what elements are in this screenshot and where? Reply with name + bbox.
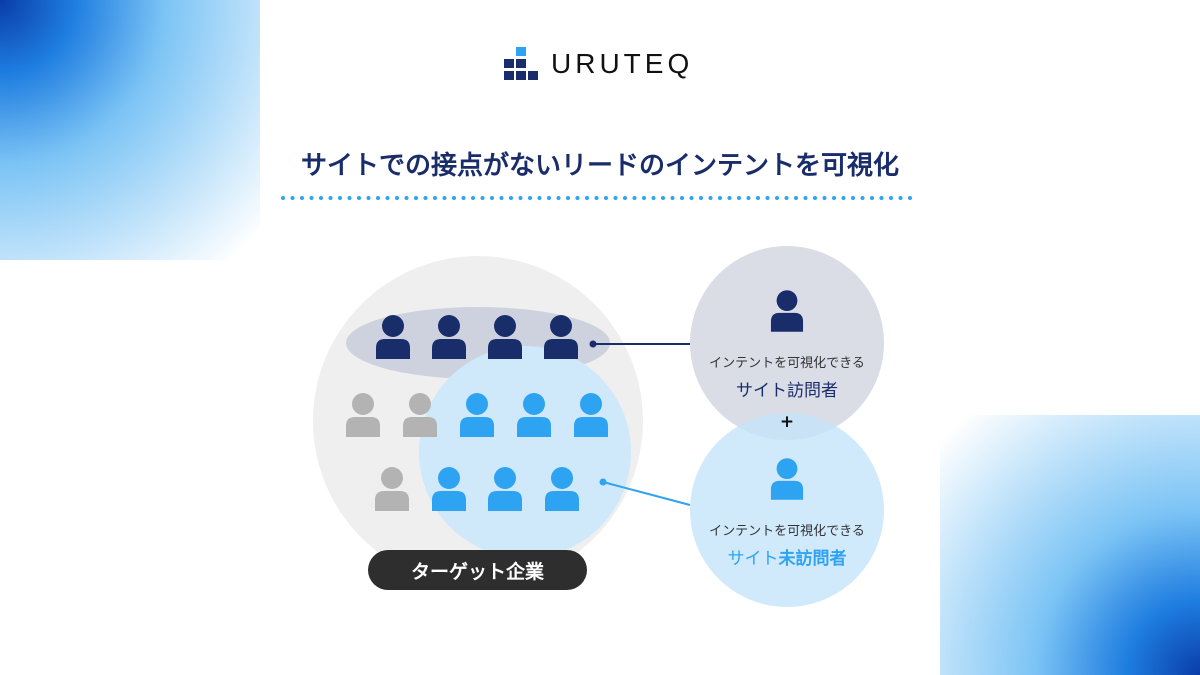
divider-dot bbox=[471, 196, 475, 200]
divider-dot bbox=[822, 196, 827, 200]
divider-dot bbox=[404, 196, 409, 200]
divider-dot bbox=[632, 196, 637, 200]
divider-dot bbox=[613, 196, 618, 200]
non-visitors-label-prefix: サイト bbox=[727, 549, 779, 569]
dotted-divider bbox=[281, 196, 912, 200]
divider-dot bbox=[708, 196, 713, 200]
divider-dot bbox=[366, 196, 371, 200]
divider-dot bbox=[623, 196, 627, 200]
divider-dot bbox=[898, 196, 903, 200]
divider-dot bbox=[746, 196, 751, 200]
divider-dot bbox=[328, 196, 333, 200]
divider-dot bbox=[784, 196, 789, 200]
divider-dot bbox=[889, 196, 893, 200]
divider-dot bbox=[832, 196, 836, 200]
visitors-label: サイト訪問者 bbox=[736, 381, 838, 401]
divider-dot bbox=[689, 196, 694, 200]
logo-text: URUTEQ bbox=[551, 48, 694, 79]
visitors-circle bbox=[690, 246, 884, 440]
divider-dot bbox=[851, 196, 855, 200]
non-visitors-label: サイト未訪問者 bbox=[687, 544, 887, 569]
divider-dot bbox=[775, 196, 779, 200]
divider-dot bbox=[680, 196, 684, 200]
divider-dot bbox=[452, 196, 456, 200]
divider-dot bbox=[414, 196, 418, 200]
divider-dot bbox=[879, 196, 884, 200]
divider-dot bbox=[556, 196, 561, 200]
divider-dot bbox=[803, 196, 808, 200]
corner-gradient-bottom-right bbox=[940, 415, 1200, 675]
divider-dot bbox=[651, 196, 656, 200]
divider-dot bbox=[480, 196, 485, 200]
non-visitors-caption: インテントを可視化できる bbox=[709, 524, 865, 539]
divider-dot bbox=[347, 196, 352, 200]
divider-dot bbox=[841, 196, 846, 200]
divider-dot bbox=[490, 196, 494, 200]
divider-dot bbox=[281, 196, 285, 200]
plus-sign: + bbox=[779, 412, 795, 432]
divider-dot bbox=[670, 196, 675, 200]
divider-dot bbox=[794, 196, 798, 200]
divider-dot bbox=[300, 196, 304, 200]
divider-dot bbox=[395, 196, 399, 200]
logo: URUTEQ bbox=[503, 46, 693, 82]
divider-dot bbox=[290, 196, 295, 200]
divider-dot bbox=[518, 196, 523, 200]
non-visitors-circle bbox=[419, 346, 631, 558]
divider-dot bbox=[442, 196, 447, 200]
divider-dot bbox=[547, 196, 551, 200]
divider-dot bbox=[661, 196, 665, 200]
divider-dot bbox=[575, 196, 580, 200]
divider-dot bbox=[860, 196, 865, 200]
divider-dot bbox=[594, 196, 599, 200]
divider-dot bbox=[528, 196, 532, 200]
divider-dot bbox=[727, 196, 732, 200]
divider-dot bbox=[699, 196, 703, 200]
divider-dot bbox=[357, 196, 361, 200]
divider-dot bbox=[309, 196, 314, 200]
divider-dot bbox=[765, 196, 770, 200]
divider-dot bbox=[756, 196, 760, 200]
divider-dot bbox=[604, 196, 608, 200]
divider-dot bbox=[385, 196, 390, 200]
divider-dot bbox=[509, 196, 513, 200]
divider-dot bbox=[642, 196, 646, 200]
divider-dot bbox=[870, 196, 874, 200]
non-visitors-connector bbox=[602, 481, 691, 506]
page-title: サイトでの接点がないリードのインテントを可視化 bbox=[300, 151, 899, 181]
divider-dot bbox=[718, 196, 722, 200]
divider-dot bbox=[319, 196, 323, 200]
divider-dot bbox=[737, 196, 741, 200]
divider-dot bbox=[813, 196, 817, 200]
divider-dot bbox=[461, 196, 466, 200]
divider-dot bbox=[537, 196, 542, 200]
divider-dot bbox=[499, 196, 504, 200]
divider-dot bbox=[433, 196, 437, 200]
divider-dot bbox=[908, 196, 912, 200]
divider-dot bbox=[338, 196, 342, 200]
divider-dot bbox=[585, 196, 589, 200]
divider-dot bbox=[423, 196, 428, 200]
visitors-caption: インテントを可視化できる bbox=[709, 356, 865, 371]
divider-dot bbox=[376, 196, 380, 200]
non-visitors-result-circle bbox=[690, 413, 884, 607]
logo-blocks-icon bbox=[504, 47, 538, 80]
divider-dot bbox=[566, 196, 570, 200]
target-companies-badge: ターゲット企業 bbox=[368, 550, 587, 590]
corner-gradient-top-left bbox=[0, 0, 260, 260]
non-visitors-label-emph: 未訪問者 bbox=[778, 549, 847, 569]
